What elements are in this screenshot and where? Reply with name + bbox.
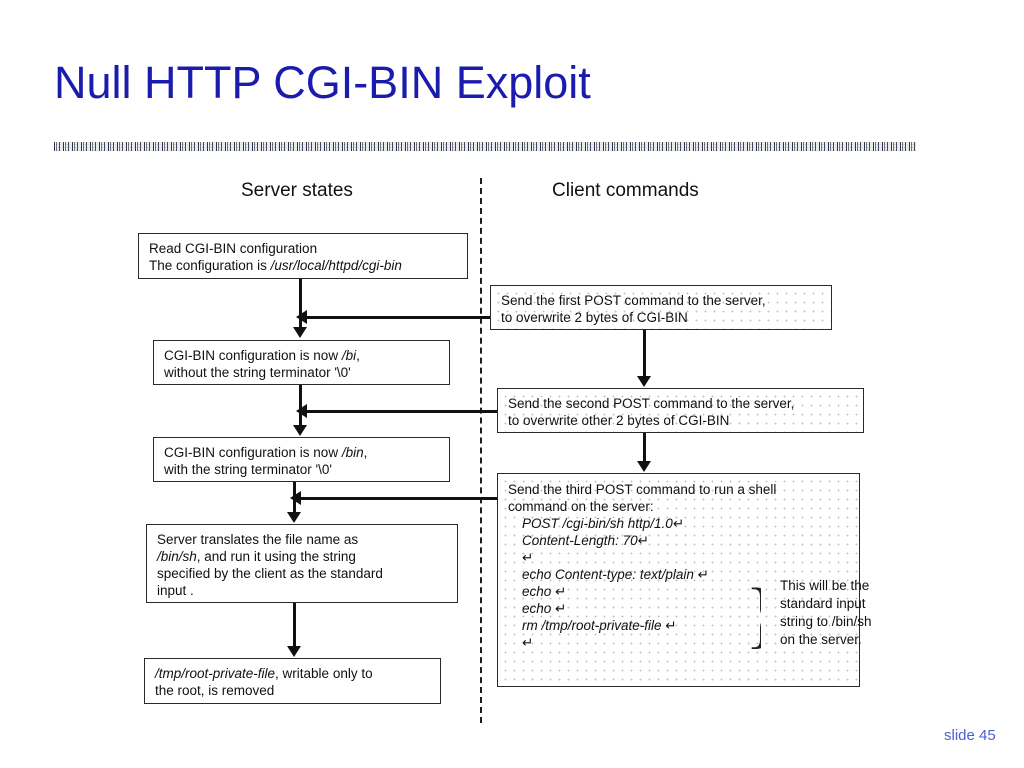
connector-arrowhead-icon — [287, 646, 301, 657]
annotation-line: string to /bin/sh — [780, 614, 872, 629]
server-state-box-read-config: Read CGI-BIN configuration The configura… — [138, 233, 468, 279]
client-command-line: to overwrite other 2 bytes of CGI-BIN — [508, 413, 730, 428]
cross-connector-arrowhead-icon — [296, 404, 307, 418]
shell-command-line: ↵ — [522, 635, 534, 650]
shell-command-line: echo Content-type: text/plain ↵ — [522, 567, 709, 582]
annotation-line: standard input — [780, 596, 866, 611]
client-command-line: Send the third POST command to run a she… — [508, 482, 777, 497]
client-command-box-second-post: Send the second POST command to the serv… — [497, 388, 864, 433]
shell-command-line: echo ↵ — [522, 601, 567, 616]
server-state-line: the root, is removed — [155, 683, 275, 698]
annotation-line: on the server. — [780, 632, 862, 647]
server-state-line: input . — [157, 583, 194, 598]
server-state-line: with the string terminator '\0' — [164, 462, 332, 477]
server-state-line: /bin/sh, and run it using the string — [157, 549, 356, 564]
shell-command-line: ↵ — [522, 550, 534, 565]
server-state-box-config-bin: CGI-BIN configuration is now /bin, with … — [153, 437, 450, 482]
column-header-client-commands: Client commands — [552, 180, 699, 201]
column-divider-dashed-line — [480, 178, 482, 723]
server-state-box-file-removed: /tmp/root-private-file, writable only to… — [144, 658, 441, 704]
shell-command-line: rm /tmp/root-private-file ↵ — [522, 618, 677, 633]
connector-arrowhead-icon — [637, 461, 651, 472]
client-command-line: command on the server: — [508, 499, 654, 514]
server-state-box-translate-binsh: Server translates the file name as /bin/… — [146, 524, 458, 603]
cross-connector-arrowhead-icon — [296, 310, 307, 324]
connector-line — [293, 603, 296, 649]
annotation-line: This will be the — [780, 578, 870, 593]
server-state-line: CGI-BIN configuration is now /bin, — [164, 445, 368, 460]
cross-connector-line — [300, 497, 497, 500]
standard-input-annotation: This will be the standard input string t… — [780, 577, 876, 649]
connector-line — [643, 330, 646, 378]
server-state-line: without the string terminator '\0' — [164, 365, 351, 380]
connector-arrowhead-icon — [293, 327, 307, 338]
cross-connector-line — [306, 410, 497, 413]
cross-connector-line — [306, 316, 490, 319]
cross-connector-arrowhead-icon — [290, 491, 301, 505]
server-state-line: Server translates the file name as — [157, 532, 359, 547]
server-state-line: /tmp/root-private-file, writable only to — [155, 666, 373, 681]
client-command-line: Send the first POST command to the serve… — [501, 293, 766, 308]
connector-arrowhead-icon — [293, 425, 307, 436]
server-state-line: specified by the client as the standard — [157, 566, 383, 581]
client-command-line: Send the second POST command to the serv… — [508, 396, 795, 411]
title-divider-rule — [54, 142, 916, 151]
page-title: Null HTTP CGI-BIN Exploit — [54, 57, 591, 108]
server-state-line: CGI-BIN configuration is now /bi, — [164, 348, 360, 363]
connector-arrowhead-icon — [637, 376, 651, 387]
connector-line — [643, 433, 646, 463]
server-state-line: The configuration is /usr/local/httpd/cg… — [149, 258, 402, 273]
curly-brace-grouping-icon: } — [745, 574, 761, 656]
connector-line — [299, 279, 302, 329]
client-command-line: to overwrite 2 bytes of CGI-BIN — [501, 310, 688, 325]
server-state-line: Read CGI-BIN configuration — [149, 241, 318, 256]
client-command-box-first-post: Send the first POST command to the serve… — [490, 285, 832, 330]
shell-command-line: echo ↵ — [522, 584, 567, 599]
column-header-server-states: Server states — [241, 180, 353, 201]
shell-command-line: Content-Length: 70↵ — [522, 533, 649, 548]
connector-arrowhead-icon — [287, 512, 301, 523]
slide-number-label: slide 45 — [944, 727, 996, 744]
shell-command-line: POST /cgi-bin/sh http/1.0↵ — [522, 516, 685, 531]
client-command-box-third-post: Send the third POST command to run a she… — [497, 473, 860, 687]
server-state-box-config-bi: CGI-BIN configuration is now /bi, withou… — [153, 340, 450, 385]
